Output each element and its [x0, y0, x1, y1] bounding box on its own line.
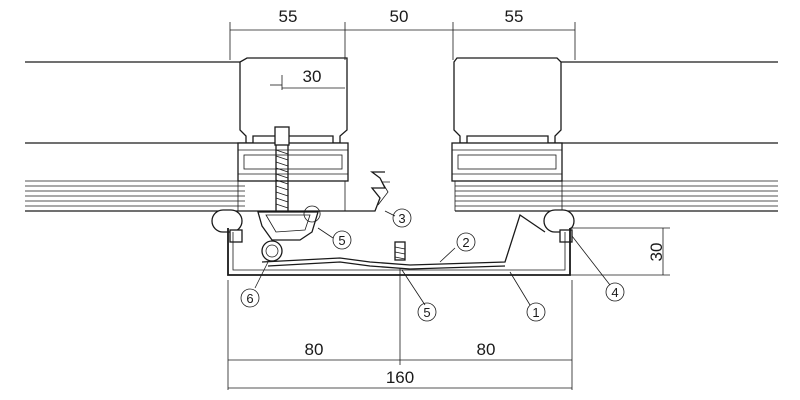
callout-leaders — [254, 210, 611, 306]
svg-text:5: 5 — [423, 305, 430, 320]
dim-top-right: 55 — [505, 7, 524, 26]
bottom-channel — [227, 228, 571, 276]
callout-4: 4 — [605, 282, 625, 302]
left-column-profile — [237, 57, 349, 211]
left-gasket — [211, 209, 243, 243]
callout-3: 3 — [392, 208, 412, 228]
right-column-profile — [451, 57, 563, 211]
svg-text:3: 3 — [398, 211, 405, 226]
center-screw — [394, 241, 406, 261]
dim-right-height: 30 — [647, 243, 666, 262]
svg-text:5: 5 — [338, 233, 345, 248]
cover-plate — [261, 213, 546, 270]
dim-top-left: 55 — [279, 7, 298, 26]
left-panel-lines — [25, 61, 345, 212]
svg-text:6: 6 — [246, 291, 253, 306]
dimension-lines — [227, 22, 670, 390]
dim-top-center: 50 — [390, 7, 409, 26]
callout-1: 1 — [526, 302, 546, 322]
callout-2: 2 — [456, 232, 476, 252]
svg-text:1: 1 — [532, 305, 539, 320]
clip-3 — [345, 171, 390, 212]
callout-5-bottom: 5 — [417, 302, 437, 322]
dim-bolt-offset: 30 — [303, 67, 322, 86]
svg-text:2: 2 — [462, 235, 469, 250]
dim-bottom-left: 80 — [305, 340, 324, 359]
callout-5-top: 5 — [332, 230, 352, 250]
right-gasket — [543, 209, 575, 243]
svg-text:4: 4 — [611, 285, 618, 300]
callout-6: 6 — [240, 288, 260, 308]
sealing-cord — [261, 240, 283, 262]
dim-bottom-right: 80 — [477, 340, 496, 359]
dim-bottom-total: 160 — [386, 368, 414, 387]
clamp-bracket — [257, 205, 321, 241]
